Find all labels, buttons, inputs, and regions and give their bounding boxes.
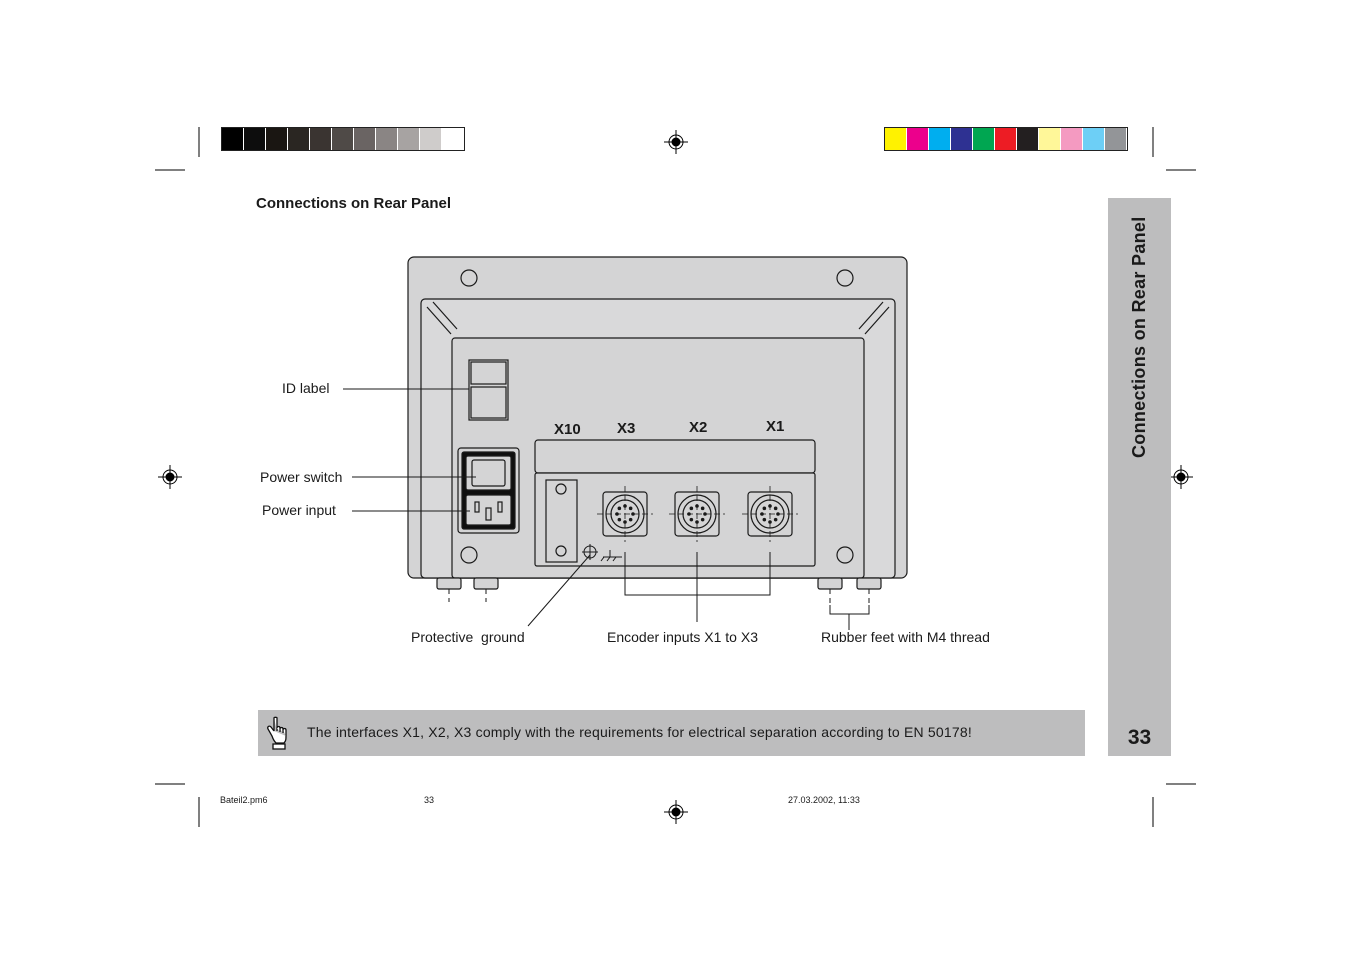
gray-swatch [398, 128, 420, 150]
connector-pin [768, 520, 772, 524]
note-box: The interfaces X1, X2, X3 comply with th… [258, 710, 1085, 756]
connector-pin [687, 512, 691, 516]
page-number: 33 [1127, 726, 1152, 749]
connector-pin [762, 517, 767, 522]
connector-pin [703, 512, 707, 516]
connector-label-x2: X2 [689, 419, 707, 436]
color-swatch [1039, 128, 1061, 150]
ground-symbol [582, 544, 622, 562]
color-scale-bar [884, 127, 1128, 151]
pointing-hand-icon [267, 716, 287, 750]
connector-pin [762, 506, 767, 511]
color-swatch [1061, 128, 1083, 150]
label-power-switch: Power switch [260, 469, 343, 485]
connector-pin [623, 504, 627, 508]
color-swatch [1017, 128, 1039, 150]
mount-hole [460, 269, 478, 287]
color-swatch [951, 128, 973, 150]
gray-scale-bar [221, 127, 465, 151]
footer-file: Bateil2.pm6 [220, 795, 268, 805]
connector-pin [631, 512, 635, 516]
connector-pin [776, 512, 780, 516]
connector-pin [700, 506, 705, 511]
connector-pin [695, 520, 699, 524]
mount-hole [460, 546, 478, 564]
connector-pin [689, 517, 694, 522]
registration-mark-right [1169, 465, 1193, 489]
connector-pin [623, 520, 627, 524]
page-title: Connections on Rear Panel [256, 195, 452, 212]
gray-swatch [442, 128, 464, 150]
color-swatch [1105, 128, 1127, 150]
footer-datetime: 27.03.2002, 11:33 [788, 795, 860, 805]
gray-swatch [244, 128, 266, 150]
mount-hole [836, 546, 854, 564]
connector-pin [773, 506, 778, 511]
label-id-label: ID label [282, 380, 330, 396]
color-swatch [1083, 128, 1105, 150]
color-swatch [973, 128, 995, 150]
connector-pin [760, 512, 764, 516]
gray-swatch [310, 128, 332, 150]
rubber-feet [436, 577, 882, 590]
registration-mark-bottom [664, 800, 688, 824]
connector-pin [615, 512, 619, 516]
color-swatch [907, 128, 929, 150]
connector-pin [689, 506, 694, 511]
registration-mark-left [158, 465, 182, 489]
gray-swatch [376, 128, 398, 150]
color-swatch [995, 128, 1017, 150]
gray-swatch [266, 128, 288, 150]
connector-pin [628, 517, 633, 522]
note-text: The interfaces X1, X2, X3 comply with th… [307, 724, 972, 740]
connector-pin [617, 506, 622, 511]
connector-label-x10: X10 [554, 421, 581, 438]
gray-swatch [222, 128, 244, 150]
footer-page: 33 [424, 795, 435, 805]
gray-swatch [354, 128, 376, 150]
connector-pin [700, 517, 705, 522]
connector-label-x3: X3 [617, 420, 635, 437]
registration-mark-top [664, 130, 688, 154]
gray-swatch [332, 128, 354, 150]
color-swatch [885, 128, 907, 150]
connector-label-x1: X1 [766, 418, 784, 435]
connector-pin [617, 517, 622, 522]
mount-hole [836, 269, 854, 287]
id-label-plate [468, 359, 509, 421]
side-tab: Connections on Rear Panel 33 [1108, 198, 1171, 756]
connector-pin [695, 504, 699, 508]
label-power-input: Power input [262, 502, 336, 518]
connector-pin [768, 504, 772, 508]
label-rubber-feet: Rubber feet with M4 thread [821, 629, 990, 645]
color-swatch [929, 128, 951, 150]
connector-pin [628, 506, 633, 511]
power-module [457, 447, 520, 534]
label-encoder-inputs: Encoder inputs X1 to X3 [607, 629, 758, 645]
connector-pin [773, 517, 778, 522]
gray-swatch [420, 128, 442, 150]
label-protective-ground: Protective ground [411, 629, 525, 645]
gray-swatch [288, 128, 310, 150]
